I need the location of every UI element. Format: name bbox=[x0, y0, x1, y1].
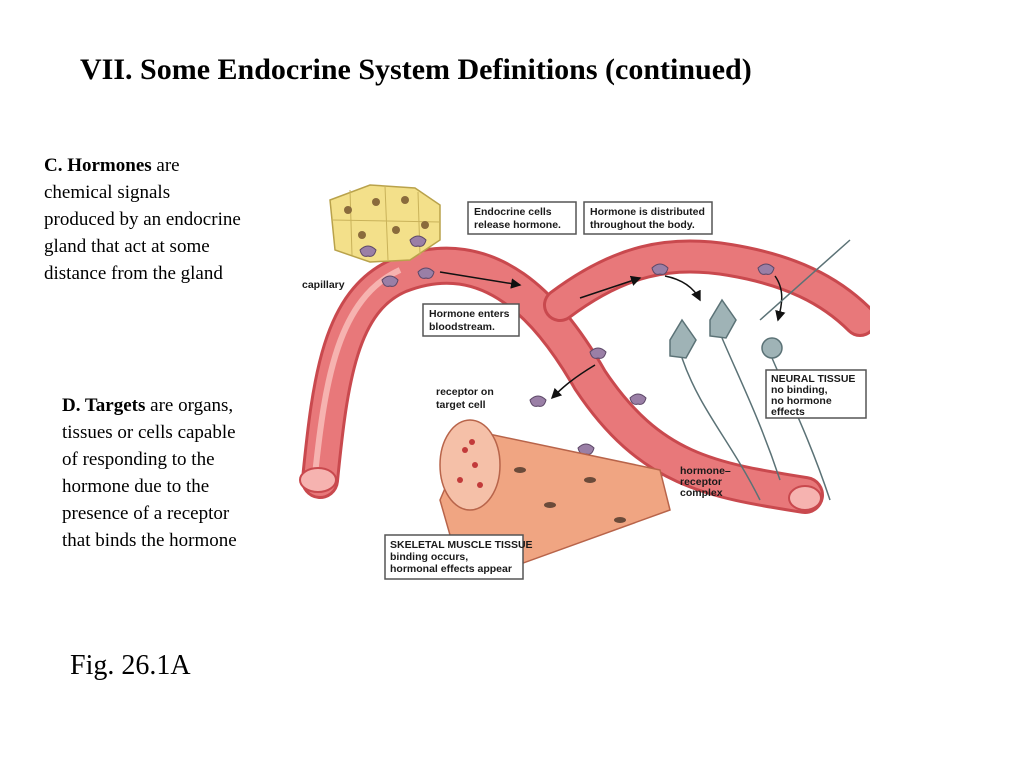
label-distributed-line2: throughout the body. bbox=[590, 219, 695, 231]
label-muscle-line2: binding occurs, bbox=[390, 551, 468, 563]
label-complex-line3: complex bbox=[680, 487, 723, 499]
label-neural-line4: effects bbox=[771, 406, 805, 418]
label-complex: hormone– receptor complex bbox=[680, 465, 731, 499]
label-neural-line3: no hormone bbox=[771, 395, 832, 407]
label-complex-line1: hormone– bbox=[680, 465, 731, 477]
endocrine-gland bbox=[329, 184, 441, 263]
label-distributed-line1: Hormone is distributed bbox=[590, 206, 705, 218]
label-capillary: capillary bbox=[302, 279, 345, 291]
definition-hormones-text: are chemical signals produced by an endo… bbox=[44, 155, 241, 284]
label-muscle: SKELETAL MUSCLE TISSUE binding occurs, h… bbox=[384, 534, 533, 580]
figure-caption: Fig. 26.1A bbox=[70, 650, 191, 681]
label-endocrine-release-line1: Endocrine cells bbox=[474, 206, 552, 218]
endocrine-hormone-diagram: Endocrine cells release hormone. Hormone… bbox=[299, 184, 870, 580]
label-neural-line2: no binding, bbox=[771, 384, 828, 396]
label-enters-line1: Hormone enters bbox=[429, 308, 510, 320]
label-complex-line2: receptor bbox=[680, 476, 722, 488]
slide-title: VII. Some Endocrine System Definitions (… bbox=[80, 53, 752, 86]
label-receptor-line1: receptor on bbox=[436, 386, 494, 398]
term-targets: D. Targets bbox=[62, 395, 146, 416]
definition-targets: D. Targets are organs, tissues or cells … bbox=[62, 392, 242, 554]
flow-arrows bbox=[439, 271, 786, 400]
definition-targets-text: are organs, tissues or cells capable of … bbox=[62, 395, 237, 551]
definition-hormones: C. Hormones are chemical signals produce… bbox=[44, 152, 244, 287]
label-endocrine-release: Endocrine cells release hormone. bbox=[467, 201, 577, 235]
label-muscle-line3: hormonal effects appear bbox=[390, 563, 512, 575]
label-neural: NEURAL TISSUE no binding, no hormone eff… bbox=[765, 369, 867, 419]
capillary-vessel bbox=[299, 239, 870, 514]
term-hormones: C. Hormones bbox=[44, 155, 152, 176]
label-receptor-line2: target cell bbox=[436, 399, 486, 411]
label-receptor: receptor on target cell bbox=[436, 386, 494, 411]
label-enters: Hormone enters bloodstream. bbox=[422, 303, 520, 337]
neurons bbox=[669, 239, 851, 501]
label-distributed: Hormone is distributed throughout the bo… bbox=[583, 201, 713, 235]
label-neural-line1: NEURAL TISSUE bbox=[771, 373, 855, 385]
label-endocrine-release-line2: release hormone. bbox=[474, 219, 561, 231]
label-enters-line2: bloodstream. bbox=[429, 321, 495, 333]
label-muscle-line1: SKELETAL MUSCLE TISSUE bbox=[390, 539, 533, 551]
